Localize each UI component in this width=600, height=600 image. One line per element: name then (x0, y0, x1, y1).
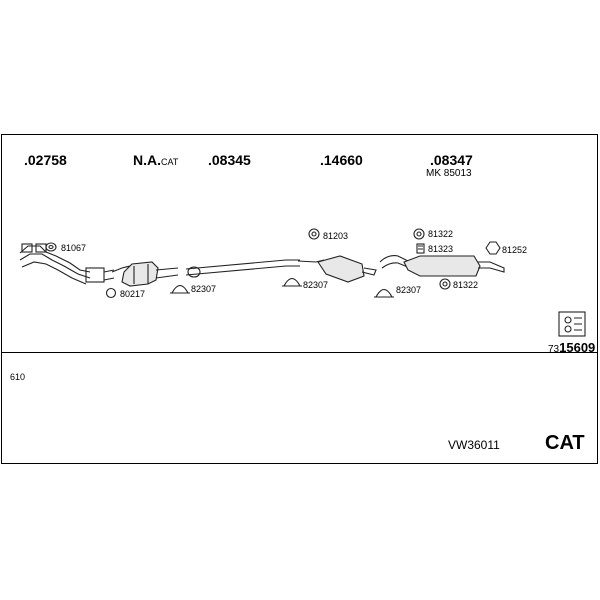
cat-label: CAT (545, 432, 585, 454)
clamp-icon (170, 284, 190, 294)
part-label: 81203 (323, 231, 348, 241)
gasket-icon (105, 287, 117, 299)
kit-code: VW36011 (448, 438, 500, 452)
reference-number: 7315609 (548, 340, 596, 355)
code-na-cat: N.A.CAT (133, 152, 179, 168)
part-label: 81067 (61, 243, 86, 253)
mk-label: MK 85013 (426, 168, 472, 179)
code-14660: .14660 (320, 152, 363, 168)
footer-code: 610 (10, 372, 26, 382)
code-02758: .02758 (24, 152, 67, 168)
part-label: 81322 (428, 229, 453, 239)
part-label: 82307 (303, 280, 328, 290)
part-label: 80217 (120, 289, 145, 299)
code-08345: .08345 (208, 152, 251, 168)
part-label: 81252 (502, 245, 527, 255)
pipe-icon (185, 259, 300, 278)
part-label: 81323 (428, 244, 453, 254)
clamp-icon (374, 288, 394, 298)
front-muffler-icon (297, 255, 377, 283)
exhaust-manifold-icon (19, 243, 115, 285)
rear-muffler-icon (379, 255, 505, 277)
fitting-kit-icon (558, 311, 586, 337)
rubber-mount-icon (308, 228, 320, 240)
diagram-frame (1, 134, 598, 464)
gasket-icon (45, 242, 57, 252)
clamp-icon (282, 277, 302, 287)
code-08347: .08347 (430, 152, 473, 168)
bracket-icon (416, 243, 425, 254)
rubber-mount-icon (485, 241, 501, 255)
part-label: 82307 (396, 285, 421, 295)
rubber-mount-icon (439, 278, 451, 290)
rubber-mount-icon (413, 228, 425, 240)
catalyst-icon (111, 261, 179, 287)
section-divider (1, 352, 598, 353)
part-label: 82307 (191, 284, 216, 294)
part-label: 81322 (453, 280, 478, 290)
